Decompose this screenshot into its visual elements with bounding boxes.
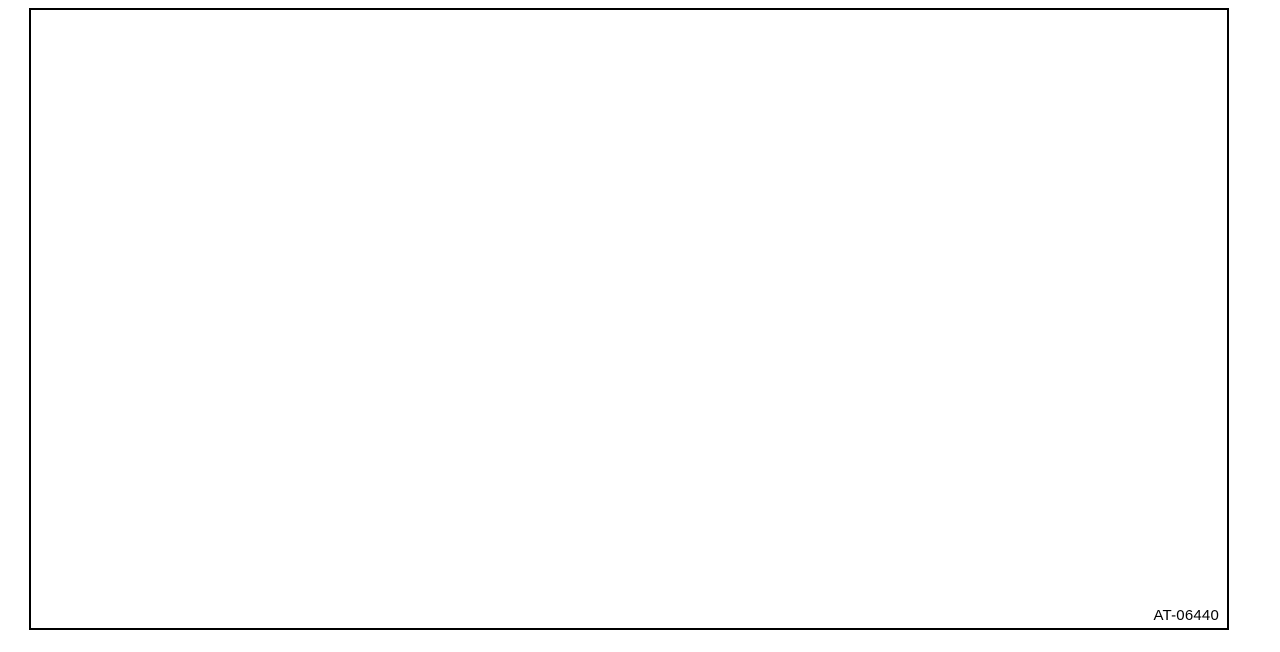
diagram-frame: AT-06440 [29,8,1229,630]
figure-code-label: AT-06440 [1153,607,1219,624]
